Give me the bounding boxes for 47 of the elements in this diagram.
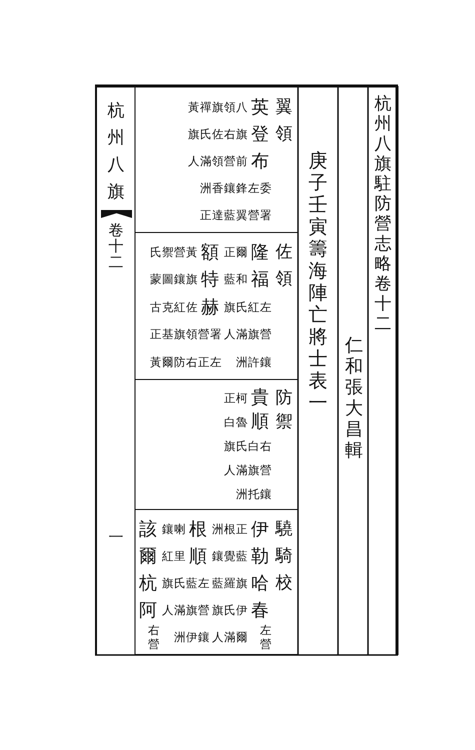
rank-heading: 驍騎校 (274, 518, 294, 595)
note-text: 右營 (148, 624, 160, 651)
note-text: 鑲紅旗人 (162, 521, 174, 619)
book-title: 杭州八旗駐防營志略卷十二 (373, 94, 392, 334)
note-text: 正藍旗人 (224, 244, 236, 344)
note-text: 洲鑲藍旗人 (212, 521, 224, 646)
note-text: 氏蒙古正黃 (150, 244, 162, 371)
volume-number: 卷十二 (108, 222, 124, 270)
rank-heading: 防禦 (274, 387, 294, 434)
note-text: 領右營鑲藍 (224, 99, 236, 224)
note-text: 委署 (260, 180, 272, 224)
note-text: 根覺羅氏滿 (224, 521, 236, 646)
note-text: 禦圖克基爾 (162, 244, 174, 371)
note-text: 左營鑲 (260, 298, 272, 371)
note-text: 左營 (248, 180, 260, 224)
note-text: 柯魯氏滿洲 (236, 390, 248, 503)
name-text: 該爾杭阿 (138, 518, 158, 623)
name-text: 額特赫 (200, 241, 220, 320)
note-text: 黃旗人 (188, 99, 200, 170)
note-text: 禪氏滿洲正 (200, 99, 212, 224)
name-text: 伊勒哈春 (250, 518, 270, 623)
note-text: 藍旗伊 (186, 575, 198, 646)
name-text: 根順 (188, 518, 208, 569)
name-text: 英登布 (250, 96, 270, 174)
table-title: 庚子壬寅籌海陣亡將士表一 (308, 150, 328, 414)
note-text: 左營 (260, 624, 272, 651)
note-text: 爾和氏滿洲 (236, 244, 248, 371)
note-text: 黃旗佐領右 (186, 244, 198, 371)
rank-heading: 翼領 (274, 96, 294, 146)
rank-heading: 佐領 (274, 241, 294, 292)
margin-title: 杭州八旗 (106, 100, 126, 204)
note-text: 喇里氏滿洲 (174, 521, 186, 646)
page-number: 一 (108, 528, 124, 546)
note-text: 署左 (210, 326, 222, 371)
name-text: 隆福 (250, 241, 270, 292)
note-text: 正藍旗伊爾 (236, 521, 248, 646)
note-text: 旗佐領香達 (212, 99, 224, 224)
note-text: 左營鑲 (198, 575, 210, 646)
note-text: 正白旗人 (224, 390, 236, 479)
note-text: 右營鑲 (260, 438, 272, 503)
note-text: 紅旗許 (248, 298, 260, 371)
compiler-credit: 仁和張大昌輯 (344, 335, 364, 461)
note-text: 白旗托 (248, 438, 260, 503)
name-text: 貴順 (250, 386, 270, 434)
note-text: 八旗前鋒翼 (236, 99, 248, 224)
note-text: 營正 (198, 326, 210, 371)
note-text: 營鑲紅旗防 (174, 244, 186, 371)
